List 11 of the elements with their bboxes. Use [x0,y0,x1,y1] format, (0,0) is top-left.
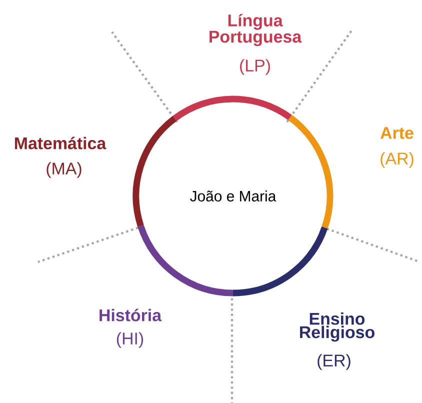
subject-code: (HI) [116,332,144,348]
subject-name: História [100,308,162,322]
subject-code: (AR) [380,152,414,168]
subject-name: Língua Portuguesa [210,14,302,46]
circle-label: João e Maria [190,190,276,202]
subject-name: Matemática [15,136,106,150]
subject-name: Ensino Religioso [300,312,374,342]
subject-code: (LP) [240,59,270,75]
subject-code: (ER) [318,354,350,370]
subject-code: (MA) [46,162,82,178]
subject-name: Arte [380,127,414,139]
